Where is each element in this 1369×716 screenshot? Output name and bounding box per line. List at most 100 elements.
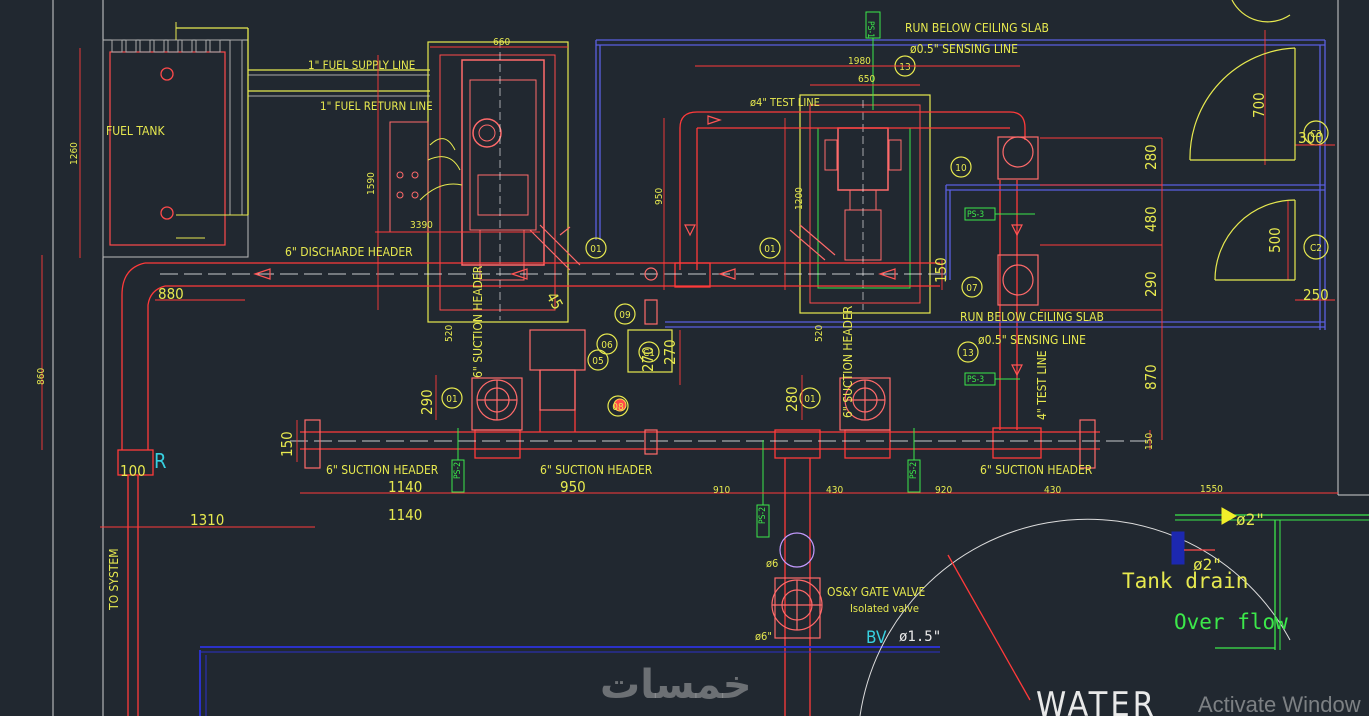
dim-520b: 520 xyxy=(814,325,825,342)
dim-660: 660 xyxy=(493,37,510,48)
dim-150c: 150 xyxy=(1144,433,1155,450)
run-below-mid-label: RUN BELOW CEILING SLAB xyxy=(960,310,1104,324)
balloon-13b: 13 xyxy=(962,348,973,359)
dim-700: 700 xyxy=(1250,92,1268,118)
dim-1260: 1260 xyxy=(69,142,80,165)
dim-250: 250 xyxy=(1303,286,1329,304)
activate-windows-notice: Activate Window xyxy=(1198,692,1361,716)
water-tank xyxy=(859,507,1369,716)
ps-tag-2b: PS-2 xyxy=(758,507,768,524)
dim-150b: 150 xyxy=(932,257,950,283)
balloon-01a: 01 xyxy=(590,244,601,255)
dim-1310: 1310 xyxy=(190,511,224,529)
fuel-supply-label: 1" FUEL SUPPLY LINE xyxy=(308,58,415,72)
diesel-pump-skid xyxy=(389,40,569,323)
dim-430a: 430 xyxy=(826,485,843,496)
dim-650: 650 xyxy=(858,74,875,85)
ps-tag-3a: PS-3 xyxy=(967,210,984,220)
dim-950: 950 xyxy=(560,478,586,496)
ps-tag-2a: PS-2 xyxy=(453,462,463,479)
test-line-mid-label: 4" TEST LINE xyxy=(1035,350,1049,420)
balloon-c2: C2 xyxy=(1310,243,1322,254)
dim-280: 280 xyxy=(1142,144,1160,170)
to-system-label: TO SYSTEM xyxy=(107,548,121,611)
dim-1590: 1590 xyxy=(366,172,377,195)
bv-label: BV xyxy=(866,628,887,648)
balloon-10: 10 xyxy=(955,163,967,174)
suction-header-2-label: 6" SUCTION HEADER xyxy=(540,463,653,477)
phi15-label: ø1.5" xyxy=(899,629,941,645)
fuel-tank-label: FUEL TANK xyxy=(106,124,165,138)
fuel-tank: FUEL TANK xyxy=(102,39,249,258)
main-pipes xyxy=(117,111,1100,716)
r-mark: R xyxy=(154,449,167,473)
gate-valve-label: OS&Y GATE VALVE xyxy=(827,585,926,599)
tag-balloons xyxy=(441,55,1329,417)
ps-tags xyxy=(451,11,1035,538)
dim-950v: 950 xyxy=(654,188,665,205)
dim-100: 100 xyxy=(120,462,146,480)
ps-tag-2c: PS-2 xyxy=(909,462,919,479)
flow-arrows xyxy=(253,115,1023,377)
run-below-top-label: RUN BELOW CEILING SLAB xyxy=(905,21,1049,35)
balloon-c3: C3 xyxy=(1310,129,1322,140)
dim-290: 290 xyxy=(1142,271,1160,297)
dim-430b: 430 xyxy=(1044,485,1061,496)
balloon-13a: 13 xyxy=(899,62,910,73)
sensing-lines xyxy=(199,39,1326,716)
wall-lines xyxy=(52,0,1369,716)
balloon-08: 08 xyxy=(612,402,624,413)
discharge-header-label: 6" DISCHARDE HEADER xyxy=(285,245,413,259)
gauge-icon xyxy=(613,398,627,412)
dim-920: 920 xyxy=(935,485,952,496)
dimension-lines xyxy=(41,30,1338,528)
balloon-01c: 01 xyxy=(446,394,457,405)
suction-header-3-label: 6" SUCTION HEADER xyxy=(980,463,1093,477)
dim-870: 870 xyxy=(1142,364,1160,390)
dim-280a: 280 xyxy=(783,386,801,412)
door-swings xyxy=(1189,0,1296,281)
watermark-logo: خمسات xyxy=(600,662,752,708)
fuel-lines xyxy=(175,22,430,239)
balloon-c1: C1 xyxy=(643,348,655,359)
ps-tag-3b: PS-3 xyxy=(967,375,984,385)
dim-290a: 290 xyxy=(418,389,436,415)
dim-1980: 1980 xyxy=(848,56,871,67)
dim-1200: 1200 xyxy=(794,187,805,210)
balloon-09: 09 xyxy=(619,310,631,321)
dim-480: 480 xyxy=(1142,206,1160,232)
dim-270b: 270 xyxy=(661,339,679,365)
suction-header-1-label: 6" SUCTION HEADER xyxy=(326,463,439,477)
balloon-06: 06 xyxy=(601,340,613,351)
dim-3390: 3390 xyxy=(410,220,433,231)
centerlines xyxy=(160,273,1150,442)
dim-860: 860 xyxy=(36,368,47,385)
balloon-01b: 01 xyxy=(764,244,775,255)
tank-drain-label: Tank drain xyxy=(1122,569,1248,593)
isolated-valve-label: Isolated valve xyxy=(850,602,919,615)
overflow-label: Over flow xyxy=(1174,610,1288,634)
balloon-01d: 01 xyxy=(804,394,815,405)
controller-box xyxy=(627,329,673,373)
test-line-top-label: ø4" TEST LINE xyxy=(750,96,820,109)
ps-tag-1: PS-1 xyxy=(865,21,875,38)
dim-300: 300 xyxy=(1298,129,1324,147)
suction-header-v2-label: 6" SUCTION HEADER xyxy=(841,305,855,418)
sensing-mid-label: ø0.5" SENSING LINE xyxy=(978,333,1086,347)
sensing-top-label: ø0.5" SENSING LINE xyxy=(910,42,1018,56)
valves xyxy=(304,136,1096,639)
dim-520a: 520 xyxy=(444,325,455,342)
dim-1550: 1550 xyxy=(1200,484,1223,495)
dim-45: 45 xyxy=(543,289,567,313)
fuel-return-label: 1" FUEL RETURN LINE xyxy=(320,99,433,113)
balloon-07: 07 xyxy=(966,283,977,294)
phi6-a-label: ø6 xyxy=(766,557,778,570)
dim-150a: 150 xyxy=(278,431,296,457)
dim-880: 880 xyxy=(158,285,184,303)
dim-500: 500 xyxy=(1266,227,1284,253)
water-label: WATER xyxy=(1036,685,1157,716)
dim-1140: 1140 xyxy=(388,478,422,496)
phi6-b-label: ø6" xyxy=(755,630,772,643)
